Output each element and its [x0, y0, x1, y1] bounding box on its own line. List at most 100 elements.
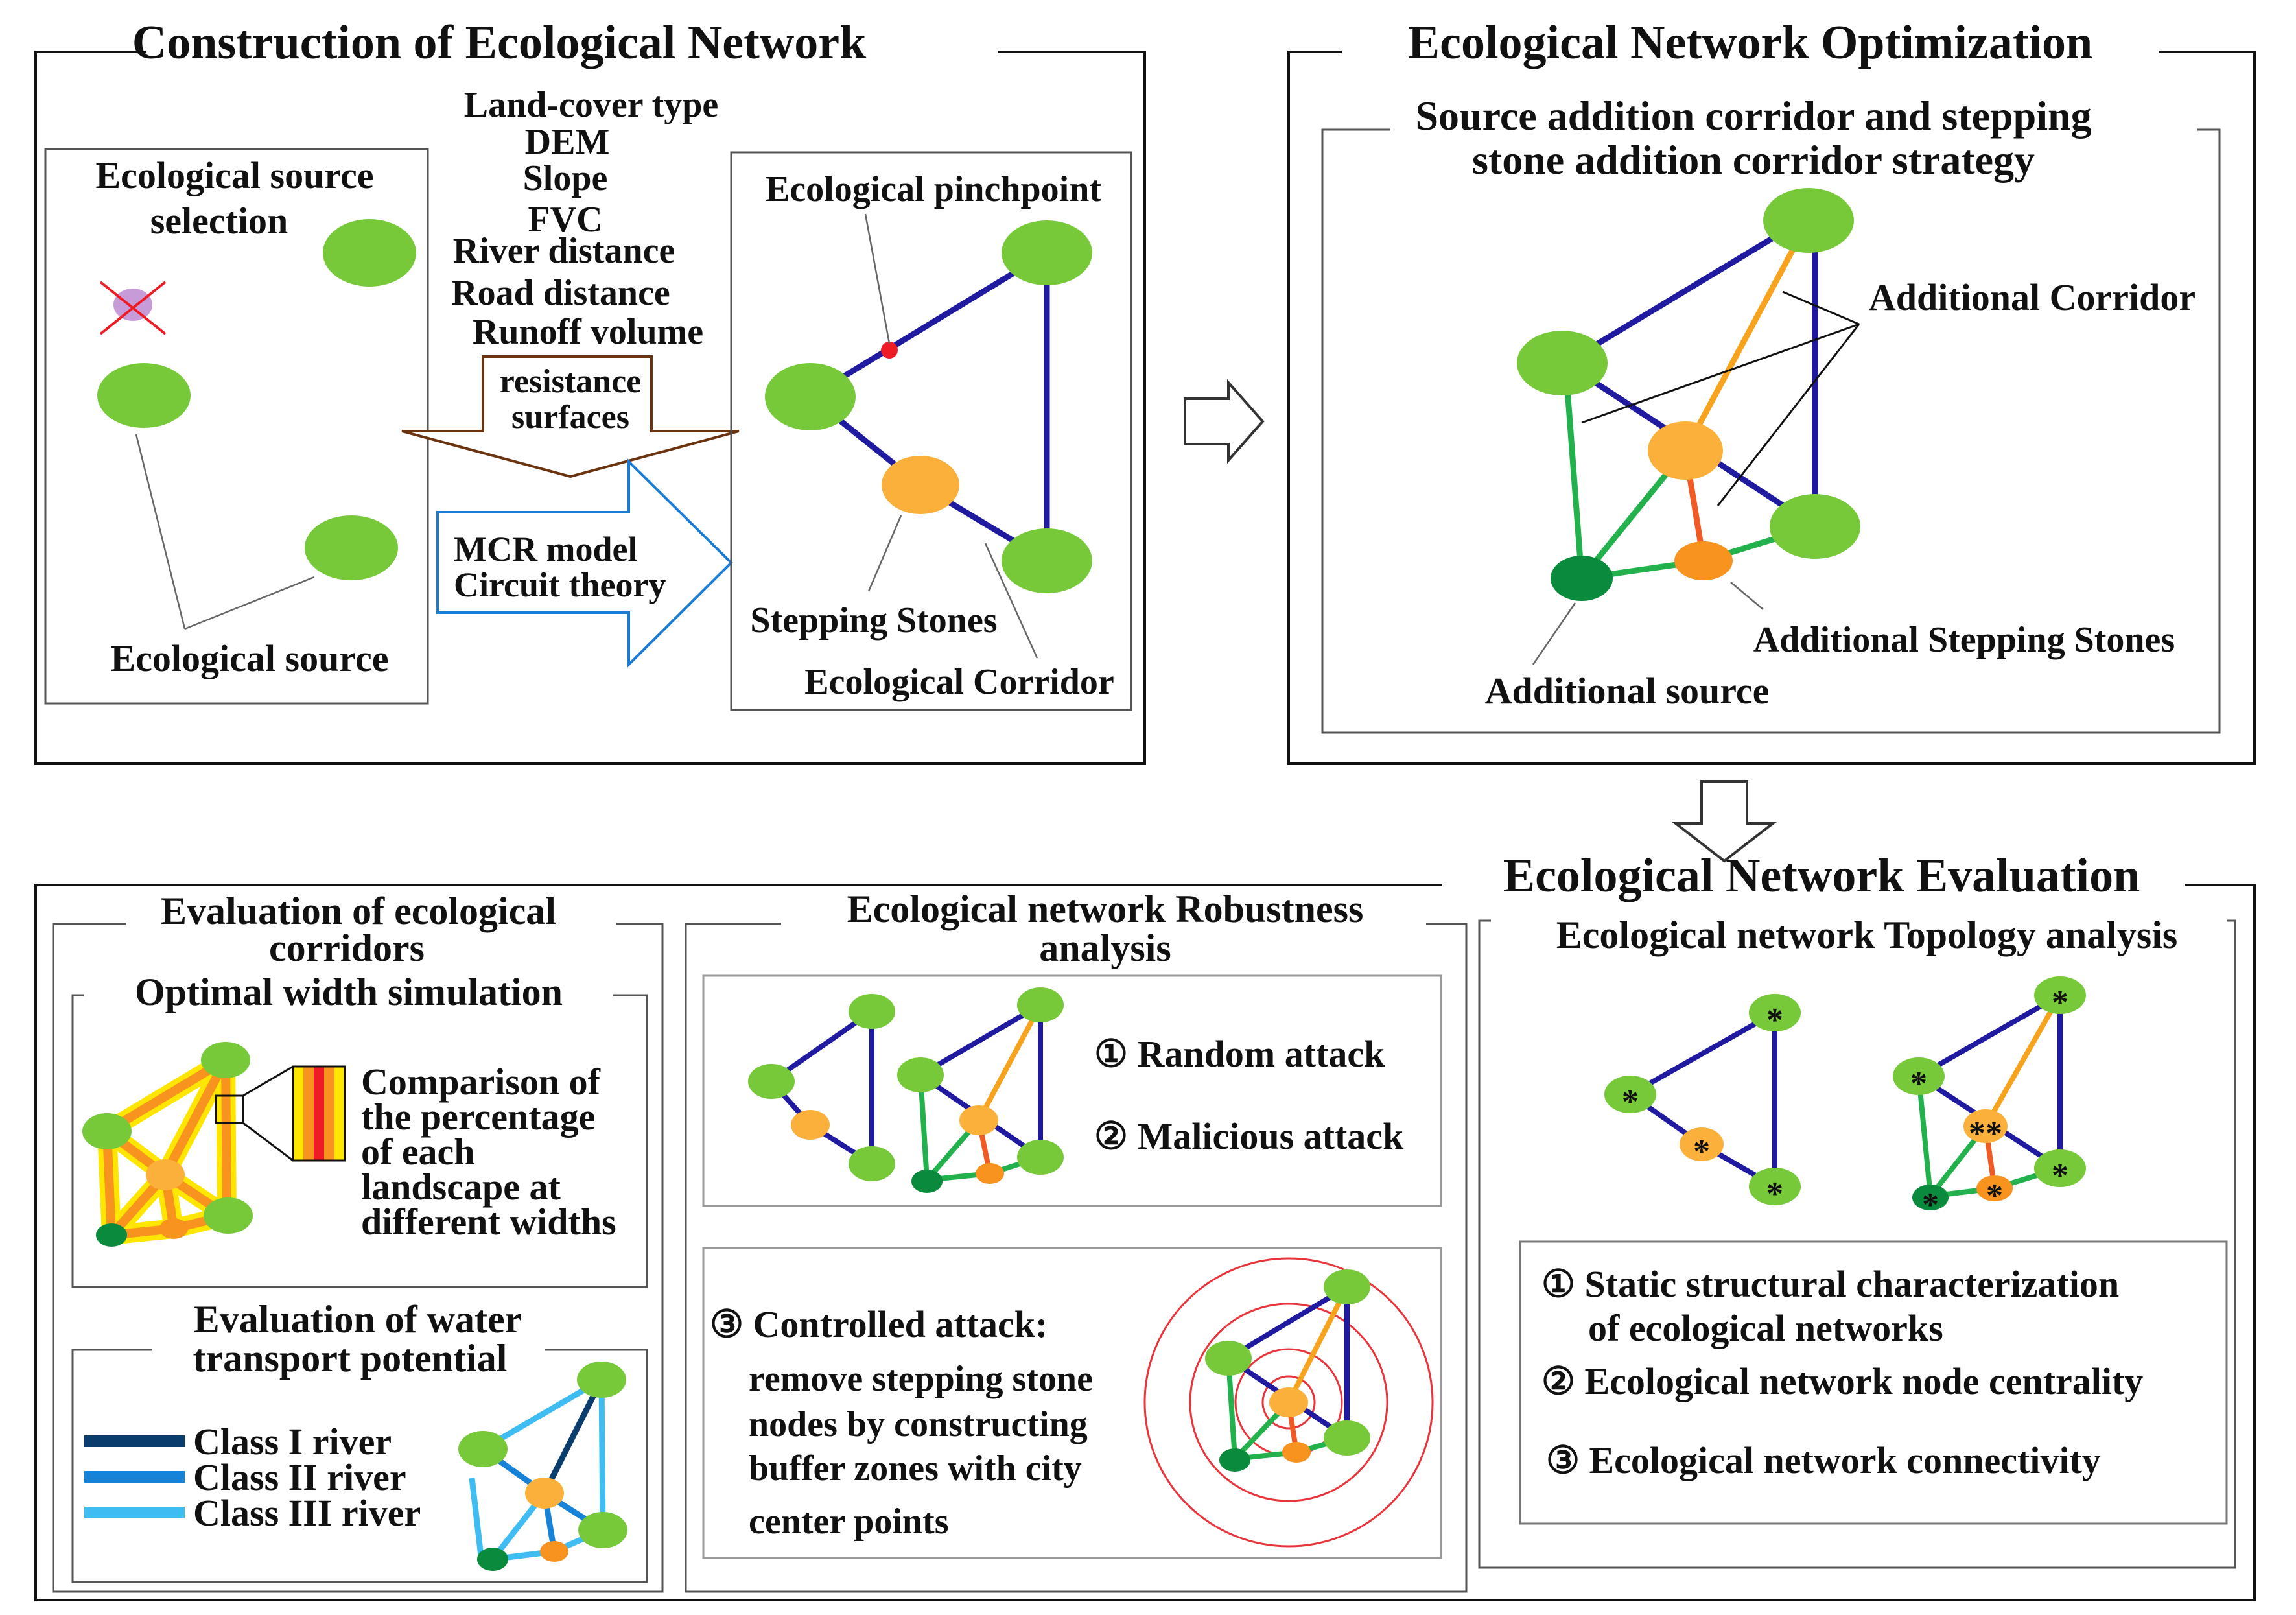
additional-stepping-stone-node [976, 1163, 1004, 1184]
source-node [1749, 1168, 1801, 1205]
controlled-desc-1: remove stepping stone [749, 1359, 1093, 1399]
factor-dem: DEM [525, 122, 610, 162]
corridor-line [1629, 1010, 1776, 1097]
optimization-title: Ecological Network Optimization [1408, 16, 2092, 69]
optimization-frame [1287, 51, 2256, 765]
source-node [1749, 994, 1801, 1031]
evaluation-frame [34, 884, 2256, 1601]
strategy-label-1: Source addition corridor and stepping [1415, 93, 2091, 139]
corridor-line [919, 1002, 1042, 1078]
source-node [1017, 987, 1064, 1022]
additional-corridor-line [1562, 362, 1585, 579]
comparison-line-4: landscape at [361, 1166, 561, 1208]
topology-item-1-line-1: ① Static structural characterization [1541, 1263, 2119, 1305]
leader-line [135, 434, 186, 630]
stepping-stone-node [1648, 421, 1723, 480]
stepping-stone-node [959, 1105, 998, 1135]
centrality-star: * [1622, 1083, 1639, 1120]
centrality-star: * [1922, 1186, 1939, 1223]
source-node [82, 1113, 132, 1149]
additional-corridor-line [1983, 994, 2063, 1127]
additional-source-node [1912, 1185, 1949, 1210]
construction-panel: Construction of Ecological Network Ecolo… [34, 16, 1146, 765]
comparison-line-3: of each [361, 1131, 475, 1173]
factor-landcover: Land-cover type [464, 85, 719, 125]
source-node [897, 1057, 944, 1092]
stepping-stone-node [882, 456, 959, 514]
legend-class-3: Class III river [193, 1492, 421, 1534]
network-box [730, 151, 1132, 711]
source-node [458, 1431, 508, 1467]
source-node [1324, 1420, 1370, 1456]
corridor-line [1917, 993, 2061, 1079]
source-node [849, 994, 895, 1029]
additional-source-node [477, 1548, 508, 1571]
source-node [1893, 1057, 1945, 1095]
buffer-ring [1261, 1375, 1316, 1430]
source-node [1002, 220, 1092, 285]
topology-item-1-line-2: of ecological networks [1588, 1307, 1943, 1349]
centrality-star: * [1986, 1177, 2003, 1214]
centrality-double-star: ** [1969, 1115, 2002, 1152]
ecological-source-label: Ecological source [110, 637, 388, 679]
source-node [204, 1197, 253, 1234]
pinchpoint-label: Ecological pinchpoint [766, 169, 1101, 209]
additional-corridor-line [1916, 1076, 1933, 1197]
additional-corridor-line [1286, 1286, 1350, 1404]
source-node [1002, 528, 1092, 593]
additional-stepping-stone-node [1976, 1175, 2013, 1201]
flow-arrow-right-icon [1184, 379, 1265, 464]
water-title-2: transport potential [193, 1337, 508, 1380]
factor-runoff: Runoff volume [473, 312, 703, 352]
factor-slope: Slope [523, 158, 608, 198]
legend-class-2: Class II river [193, 1456, 406, 1498]
exclude-cross-icon-2 [99, 281, 167, 335]
source-node [2034, 976, 2086, 1014]
corridor-eval-title-2: corridors [269, 926, 425, 969]
optimization-panel: Ecological Network Optimization Source a… [1287, 16, 2256, 765]
source-node [849, 1146, 895, 1181]
comparison-line-5: different widths [361, 1201, 616, 1243]
factor-fvc: FVC [528, 200, 602, 240]
river-line [541, 1378, 605, 1495]
source-node [765, 363, 856, 430]
additional-stepping-stone-node [540, 1541, 568, 1562]
controlled-desc-2: nodes by constructing [749, 1404, 1088, 1444]
source-node [577, 1362, 626, 1398]
evaluation-panel: Ecological Network Evaluation Evaluation… [34, 849, 2256, 1601]
controlled-desc-4: center points [749, 1502, 949, 1542]
source-node [2034, 1149, 2086, 1187]
width-swatch [292, 1065, 346, 1162]
additional-source-label: Additional source [1485, 670, 1770, 712]
strategy-box [1321, 128, 2221, 734]
leader-line [1782, 290, 1860, 325]
leader-line [984, 543, 1038, 659]
corridor-line [808, 250, 1049, 399]
stepping-stone-node [1680, 1127, 1724, 1161]
source-node [1017, 1140, 1064, 1175]
leader-line [1532, 602, 1576, 665]
additional-stepping-stone-node [1282, 1442, 1311, 1463]
ecological-corridor-label: Ecological Corridor [804, 662, 1114, 702]
river-line [598, 1379, 606, 1531]
model-arrow-icon [436, 458, 733, 668]
source-selection-label-1: Ecological source [95, 154, 373, 196]
construction-frame [34, 51, 1146, 765]
source-patch [305, 515, 398, 580]
flow-arrow-down-icon [1672, 780, 1777, 863]
construction-title: Construction of Ecological Network [132, 16, 867, 69]
additional-stepping-stones-label: Additional Stepping Stones [1753, 620, 2175, 660]
stepping-stone-node [791, 1110, 830, 1140]
model-label-1: MCR model [454, 530, 637, 569]
leader-line [1581, 323, 1860, 424]
robustness-title-2: analysis [1039, 926, 1171, 969]
additional-source-node [1219, 1448, 1250, 1472]
river-line [481, 1377, 603, 1452]
source-selection-box [44, 148, 429, 705]
controlled-attack-label: ③ Controlled attack: [710, 1303, 1048, 1345]
stepping-stone-node [1963, 1109, 2008, 1143]
pinchpoint-marker [881, 342, 898, 359]
source-node [1205, 1341, 1252, 1376]
additional-corridor-line [918, 1074, 930, 1181]
